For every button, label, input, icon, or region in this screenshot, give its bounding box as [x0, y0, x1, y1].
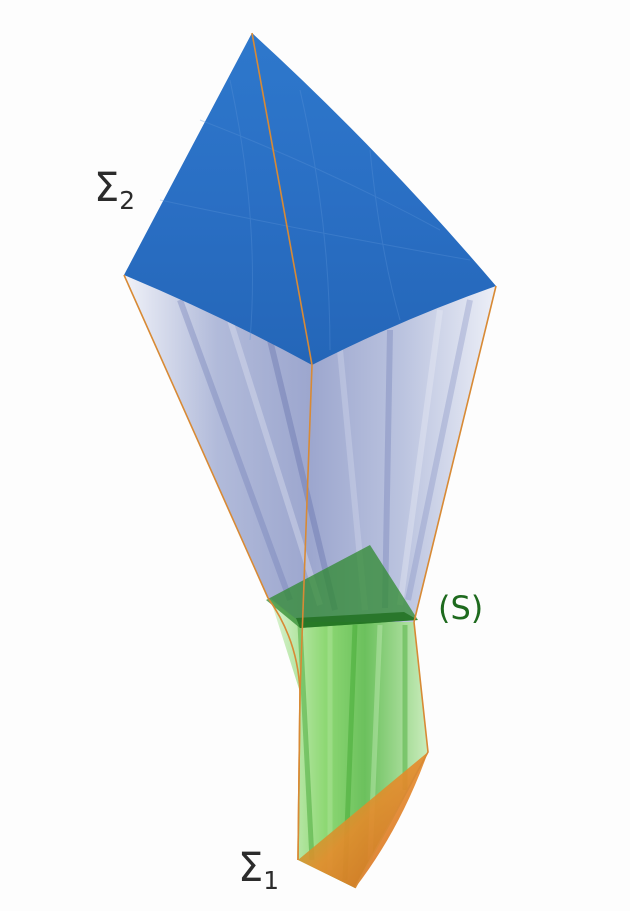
sigma2-surface	[124, 33, 496, 365]
sigma2-surface-grid	[159, 79, 471, 351]
sigma1-symbol: Σ	[238, 845, 264, 891]
sigma2-subscript: 2	[119, 185, 136, 215]
sigma1-subscript: 1	[263, 865, 280, 895]
section-s	[266, 545, 418, 628]
section-s-label: (S)	[438, 589, 484, 627]
sigma2-label: Σ2	[94, 168, 135, 214]
sigma1-label: Σ1	[238, 848, 279, 894]
sigma1-surface	[298, 752, 428, 888]
bundle-edge-lines	[123, 32, 497, 889]
section-s-highlight	[296, 612, 418, 628]
sigma2-symbol: Σ	[94, 165, 120, 211]
